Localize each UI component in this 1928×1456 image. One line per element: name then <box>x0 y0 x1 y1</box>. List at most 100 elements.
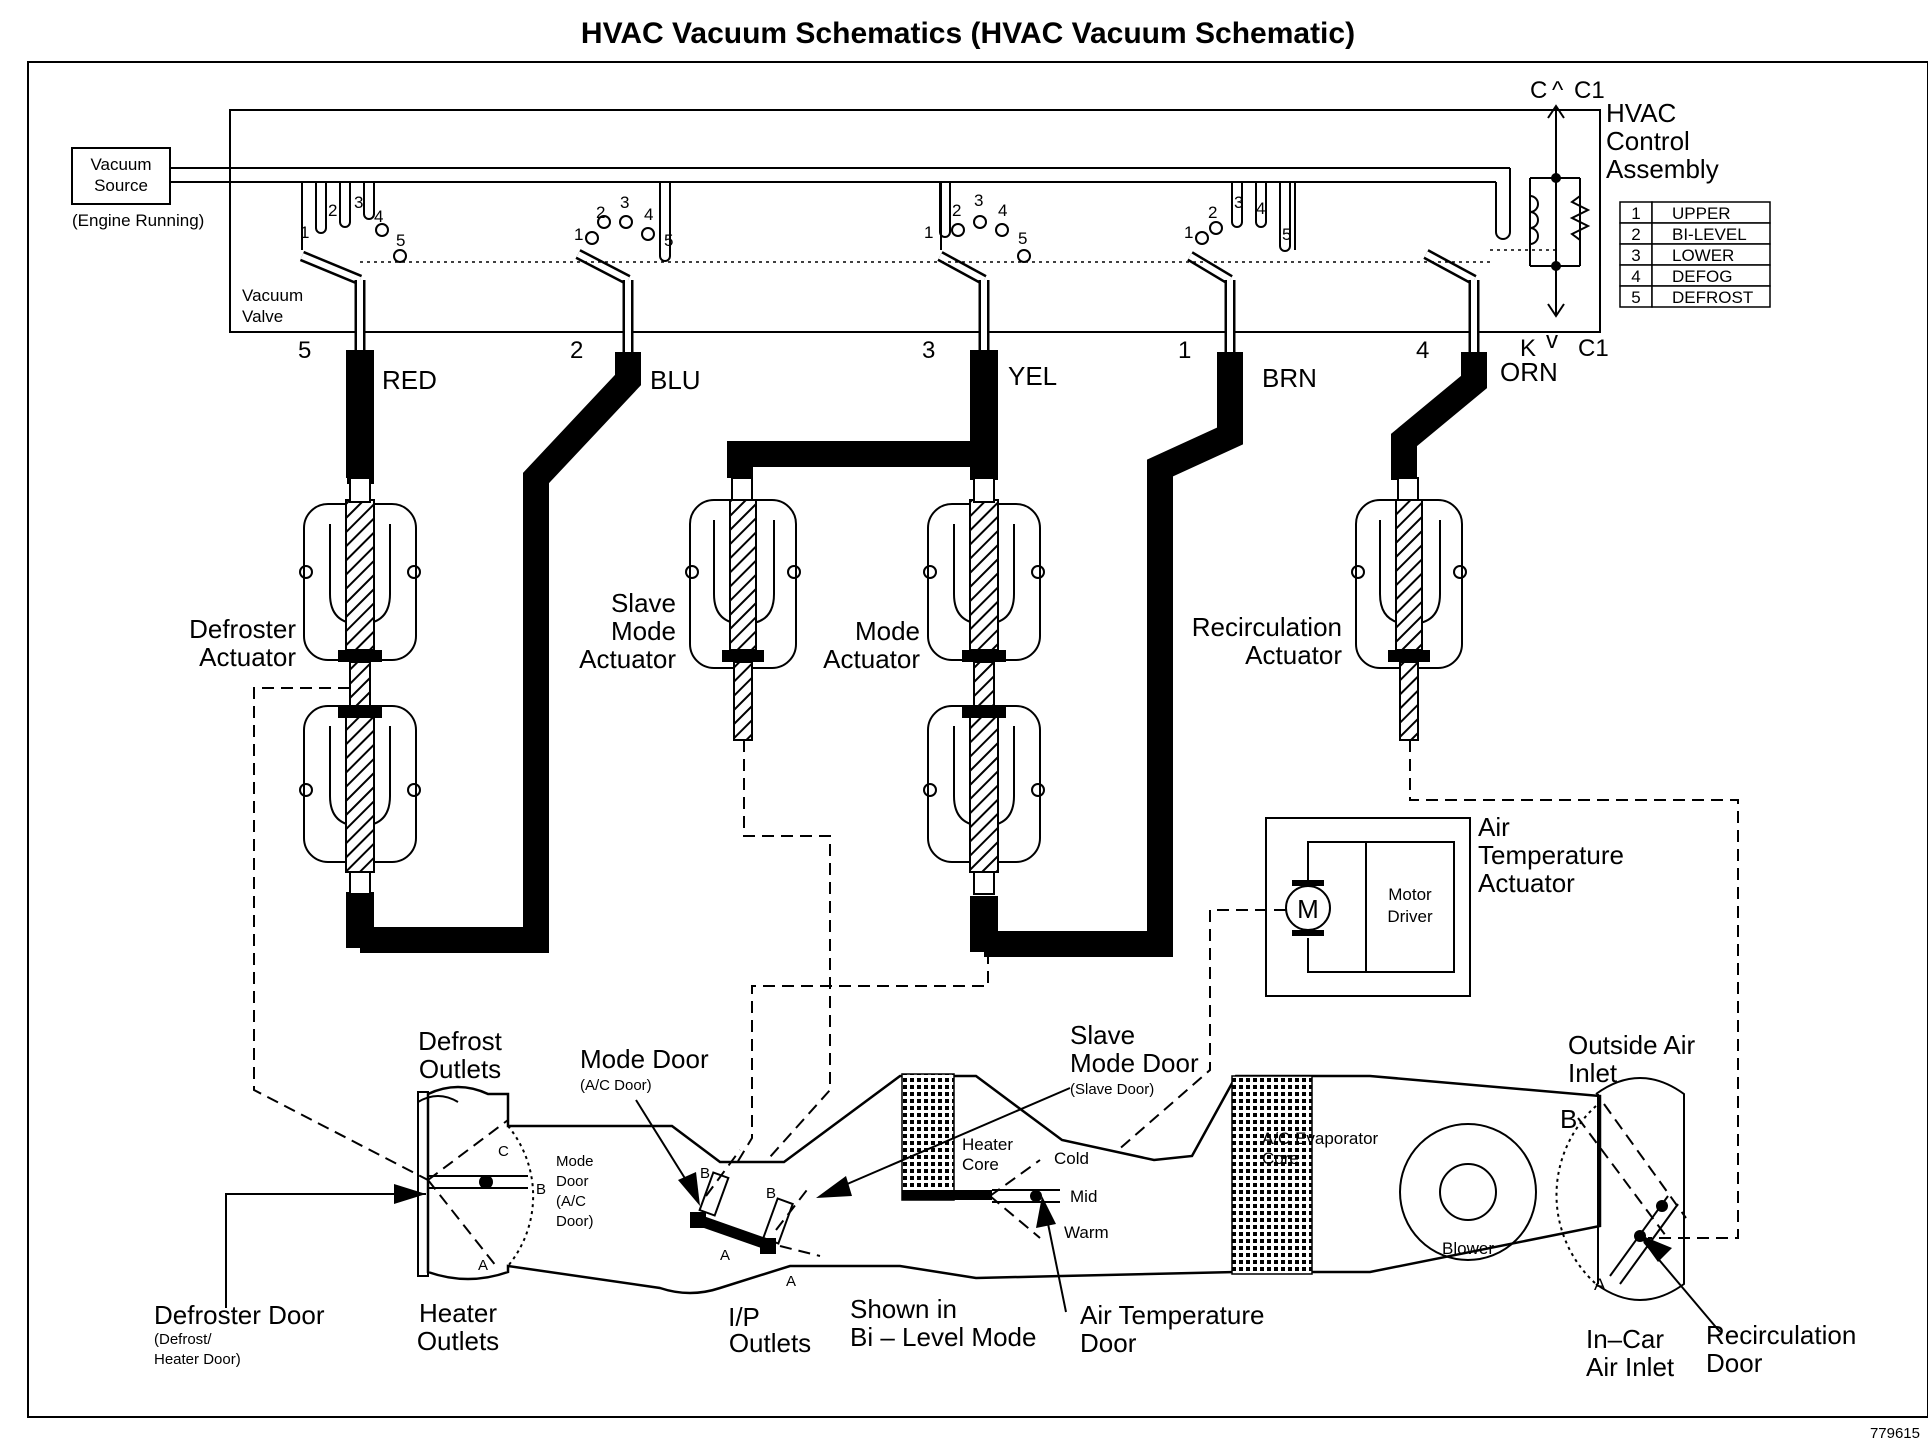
svg-text:Mid: Mid <box>1070 1187 1097 1206</box>
svg-text:C: C <box>1530 77 1547 104</box>
svg-text:Vacuum: Vacuum <box>90 155 151 174</box>
svg-text:5: 5 <box>396 231 405 250</box>
svg-text:Motor: Motor <box>1388 885 1432 904</box>
svg-text:Defroster Door: Defroster Door <box>154 1300 325 1330</box>
svg-text:A: A <box>786 1273 796 1290</box>
svg-text:YEL: YEL <box>1008 361 1057 391</box>
svg-text:4: 4 <box>1631 267 1640 286</box>
valve-4: 1 2 3 4 5 <box>1184 182 1291 252</box>
mode-door: B B A A <box>690 1149 821 1290</box>
svg-text:4: 4 <box>998 201 1007 220</box>
svg-text:BRN: BRN <box>1262 363 1317 393</box>
svg-text:Slave: Slave <box>611 588 676 618</box>
svg-text:Defrost: Defrost <box>418 1026 503 1056</box>
svg-text:3: 3 <box>974 191 983 210</box>
svg-text:BI-LEVEL: BI-LEVEL <box>1672 225 1747 244</box>
svg-text:Blower: Blower <box>1442 1239 1494 1258</box>
svg-text:3: 3 <box>620 193 629 212</box>
svg-text:Slave: Slave <box>1070 1020 1135 1050</box>
svg-text:Valve: Valve <box>242 307 283 326</box>
svg-text:2: 2 <box>1631 225 1640 244</box>
svg-text:A: A <box>478 1257 488 1274</box>
svg-text:Actuator: Actuator <box>579 644 676 674</box>
heater-core: Heater Core <box>901 1073 1013 1201</box>
svg-text:Outlets: Outlets <box>419 1054 501 1084</box>
svg-text:DEFOG: DEFOG <box>1672 267 1732 286</box>
svg-text:1: 1 <box>574 225 583 244</box>
valve-2: 1 2 3 4 5 <box>574 182 673 262</box>
hvac-control-assembly-label: HVAC Control Assembly <box>1606 98 1719 184</box>
svg-text:2: 2 <box>1208 203 1217 222</box>
svg-text:Door): Door) <box>556 1213 594 1230</box>
svg-text:C: C <box>498 1143 509 1160</box>
svg-text:B: B <box>1560 1104 1577 1134</box>
svg-text:RED: RED <box>382 365 437 395</box>
vacuum-valve-housing: Vacuum Valve <box>229 109 1601 333</box>
svg-text:4: 4 <box>1416 337 1429 364</box>
svg-text:Mode: Mode <box>855 616 920 646</box>
svg-text:Mode: Mode <box>556 1153 594 1170</box>
svg-text:Outlets: Outlets <box>729 1328 811 1358</box>
svg-text:Shown in: Shown in <box>850 1294 957 1324</box>
svg-text:1: 1 <box>924 223 933 242</box>
svg-text:3: 3 <box>922 337 935 364</box>
svg-text:Assembly: Assembly <box>1606 154 1719 184</box>
svg-text:Bi – Level Mode: Bi – Level Mode <box>850 1322 1036 1352</box>
svg-text:C1: C1 <box>1578 335 1609 362</box>
svg-text:Outside Air: Outside Air <box>1568 1030 1696 1060</box>
svg-text:5: 5 <box>664 231 673 250</box>
svg-text:Recirculation: Recirculation <box>1706 1320 1856 1350</box>
svg-text:BLU: BLU <box>650 365 701 395</box>
svg-text:A: A <box>1594 1275 1606 1294</box>
svg-text:Door: Door <box>1706 1348 1763 1378</box>
svg-text:Actuator: Actuator <box>823 644 920 674</box>
svg-text:1: 1 <box>1178 337 1191 364</box>
svg-text:B: B <box>766 1185 776 1202</box>
vacuum-hoses <box>346 350 1487 957</box>
ac-evaporator-core: A/C Evaporator Core <box>1231 1075 1379 1275</box>
svg-text:Recirculation: Recirculation <box>1192 612 1342 642</box>
door-linkages <box>253 687 1739 1239</box>
svg-text:Actuator: Actuator <box>1478 868 1575 898</box>
motor-symbol: M <box>1297 894 1319 924</box>
mode-actuator: Mode Actuator <box>823 477 1045 895</box>
svg-text:1: 1 <box>300 223 309 242</box>
svg-text:Cold: Cold <box>1054 1149 1089 1168</box>
recirculation-actuator: Recirculation Actuator <box>1192 477 1467 741</box>
svg-text:2: 2 <box>952 201 961 220</box>
vacuum-source: Vacuum Source (Engine Running) <box>71 147 204 230</box>
svg-text:(A/C Door): (A/C Door) <box>580 1077 652 1094</box>
svg-text:1: 1 <box>1631 204 1640 223</box>
svg-text:A: A <box>720 1247 730 1264</box>
svg-text:4: 4 <box>374 207 383 226</box>
svg-text:Mode Door: Mode Door <box>580 1044 709 1074</box>
svg-text:B: B <box>536 1181 546 1198</box>
hose-yel <box>727 352 997 478</box>
hose-orn <box>1391 352 1487 480</box>
svg-text:3: 3 <box>354 193 363 212</box>
svg-text:I/P: I/P <box>728 1302 760 1332</box>
air-temperature-door: Cold Mid Warm <box>989 1149 1109 1242</box>
svg-text:(Slave Door): (Slave Door) <box>1070 1081 1154 1098</box>
svg-text:LOWER: LOWER <box>1672 246 1734 265</box>
svg-text:HVAC: HVAC <box>1606 98 1676 128</box>
svg-text:5: 5 <box>1282 225 1291 244</box>
air-temperature-actuator: M Motor Driver Air Temperature Actuator <box>1265 812 1624 997</box>
svg-text:C1: C1 <box>1574 77 1605 104</box>
svg-text:A/C Evaporator: A/C Evaporator <box>1262 1129 1379 1148</box>
svg-text:2: 2 <box>570 337 583 364</box>
svg-text:2: 2 <box>328 201 337 220</box>
svg-text:UPPER: UPPER <box>1672 204 1731 223</box>
port-stubs <box>354 280 1480 352</box>
svg-text:2: 2 <box>596 203 605 222</box>
svg-text:Source: Source <box>94 176 148 195</box>
svg-text:B: B <box>700 1165 710 1182</box>
svg-text:5: 5 <box>298 337 311 364</box>
hvac-connector: C ^ C1 K v C1 <box>1520 77 1609 362</box>
svg-text:In–Car: In–Car <box>1586 1324 1664 1354</box>
svg-text:4: 4 <box>644 205 653 224</box>
svg-text:Air: Air <box>1478 812 1510 842</box>
page-title: HVAC Vacuum Schematics (HVAC Vacuum Sche… <box>581 17 1355 50</box>
svg-text:Actuator: Actuator <box>1245 640 1342 670</box>
